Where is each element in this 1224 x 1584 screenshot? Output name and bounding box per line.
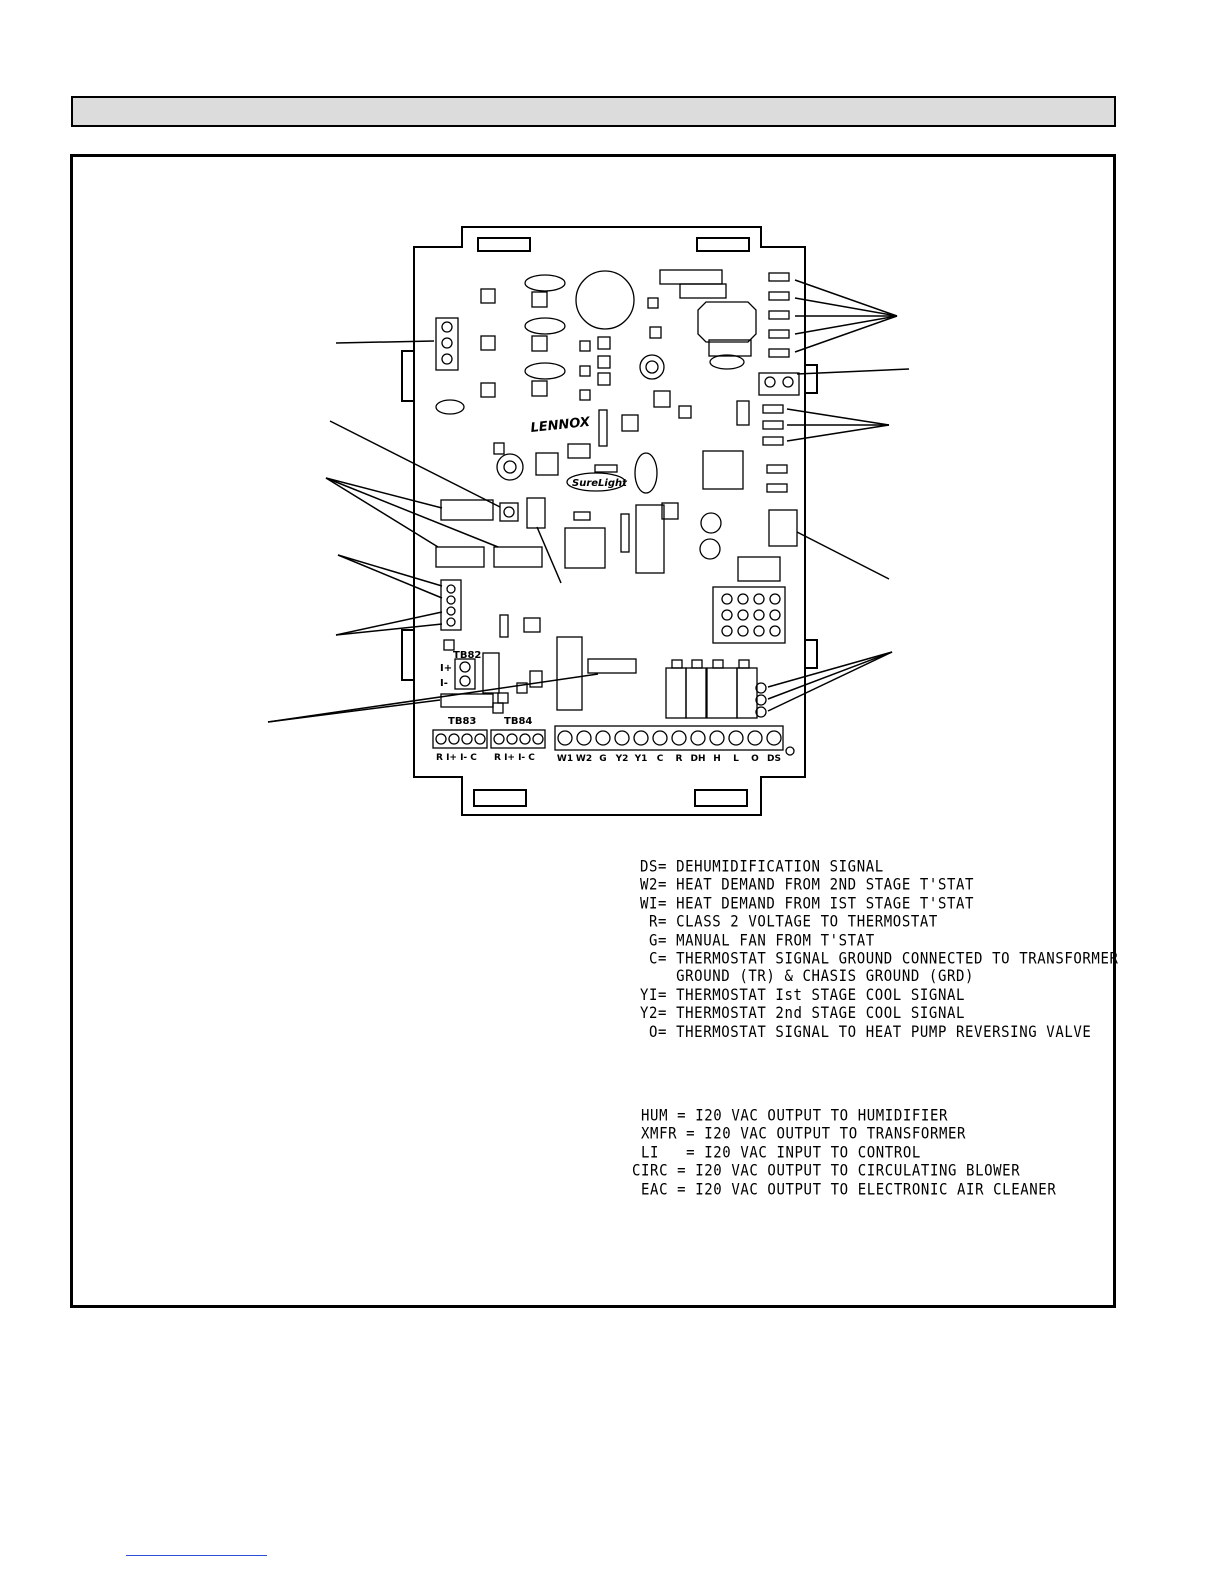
thermostat-terminal-label: O [751, 754, 759, 764]
side-clip [401, 629, 415, 681]
legend-line: HUM = I20 VAC OUTPUT TO HUMIDIFIER [632, 1107, 949, 1125]
five-pin-header [587, 658, 637, 674]
relay-1 [665, 667, 687, 719]
tb82-pin-label: I+ [440, 663, 452, 674]
thermostat-terminal-strip [554, 725, 784, 751]
thermostat-terminal-label: C [657, 754, 664, 764]
legend-line: O= THERMOSTAT SIGNAL TO HEAT PUMP REVERS… [640, 1023, 1092, 1042]
relay [702, 450, 744, 490]
tb83-label: TB83 [448, 716, 476, 727]
power-connector [435, 317, 459, 371]
thermostat-terminal-label: W1 [557, 754, 573, 764]
legend-line: C= THERMOSTAT SIGNAL GROUND CONNECTED TO… [640, 949, 1119, 968]
thermostat-terminal-label: W2 [576, 754, 592, 764]
dip-switch-1 [440, 499, 494, 521]
legend-line: G= MANUAL FAN FROM T'STAT [640, 931, 875, 950]
surelight-logo: SureLight [572, 478, 628, 489]
relay-2 [685, 667, 707, 719]
relay-4 [736, 667, 758, 719]
side-clip [401, 350, 415, 402]
brand-logo: LENNOX [530, 415, 592, 436]
legend-line: LI = I20 VAC INPUT TO CONTROL [632, 1143, 921, 1162]
transformer [697, 301, 757, 343]
tb83-pin-labels: R I+ I- C [436, 753, 477, 763]
legend-line: YI= THERMOSTAT Ist STAGE COOL SIGNAL [640, 986, 966, 1005]
legend-line: W2= HEAT DEMAND FROM 2ND STAGE T'STAT [640, 876, 975, 895]
figure-frame [70, 154, 1116, 1308]
legend-line: GROUND (TR) & CHASIS GROUND (GRD) [640, 968, 975, 987]
multi-pin-connector [768, 509, 798, 547]
legend-line: XMFR = I20 VAC OUTPUT TO TRANSFORMER [632, 1125, 967, 1144]
thermostat-terminal-label: G [599, 754, 606, 764]
legend-line: EAC = I20 VAC OUTPUT TO ELECTRONIC AIR C… [632, 1180, 1057, 1199]
legend-line: CIRC = I20 VAC OUTPUT TO CIRCULATING BLO… [632, 1162, 1021, 1181]
dip-switch-3 [493, 546, 543, 568]
thermostat-terminal-label: DH [690, 754, 705, 764]
legend-line: DS= DEHUMIDIFICATION SIGNAL [640, 858, 884, 876]
tb84-pin-labels: R I+ I- C [494, 753, 535, 763]
tb84-terminal [490, 729, 546, 749]
thermostat-terminal-label: DS [767, 754, 781, 764]
thermostat-terminal-label: R [676, 754, 683, 764]
tb83-terminal [432, 729, 488, 749]
top-slot-right [696, 237, 750, 252]
section-title-bar [71, 96, 1116, 127]
legend-line: WI= HEAT DEMAND FROM IST STAGE T'STAT [640, 894, 975, 913]
dip-switch-2 [435, 546, 485, 568]
legend-line: R= CLASS 2 VOLTAGE TO THERMOSTAT [640, 913, 938, 932]
diagnostic-pushbutton [499, 502, 519, 522]
thermostat-terminal-label: Y2 [615, 754, 629, 764]
two-pin-connector [758, 372, 800, 396]
four-pin-terminal [440, 579, 462, 631]
tb82-pin-label: I- [440, 678, 448, 689]
thermostat-terminal-label: L [733, 754, 739, 764]
footer-link-underline [126, 1555, 267, 1556]
microcontroller [564, 527, 606, 569]
main-harness-connector [712, 586, 786, 644]
bottom-slot-right [694, 789, 748, 807]
bottom-slot-left [473, 789, 527, 807]
tb84-label: TB84 [504, 716, 532, 727]
thermostat-terminal-label: Y1 [634, 754, 648, 764]
seven-segment-display [526, 497, 546, 529]
tb82-label: TB82 [453, 650, 481, 661]
board-outline [413, 226, 806, 816]
capacitor [575, 270, 635, 330]
tb82-terminal [454, 658, 476, 690]
side-clip [804, 364, 818, 394]
legend-line: Y2= THERMOSTAT 2nd STAGE COOL SIGNAL [640, 1005, 966, 1023]
relay-3 [706, 667, 738, 719]
side-clip [804, 639, 818, 669]
top-slot-left [477, 237, 531, 252]
line-voltage-legend: HUM = I20 VAC OUTPUT TO HUMIDIFIER XMFR … [632, 1107, 1056, 1199]
thermostat-terminal-label: H [713, 754, 721, 764]
